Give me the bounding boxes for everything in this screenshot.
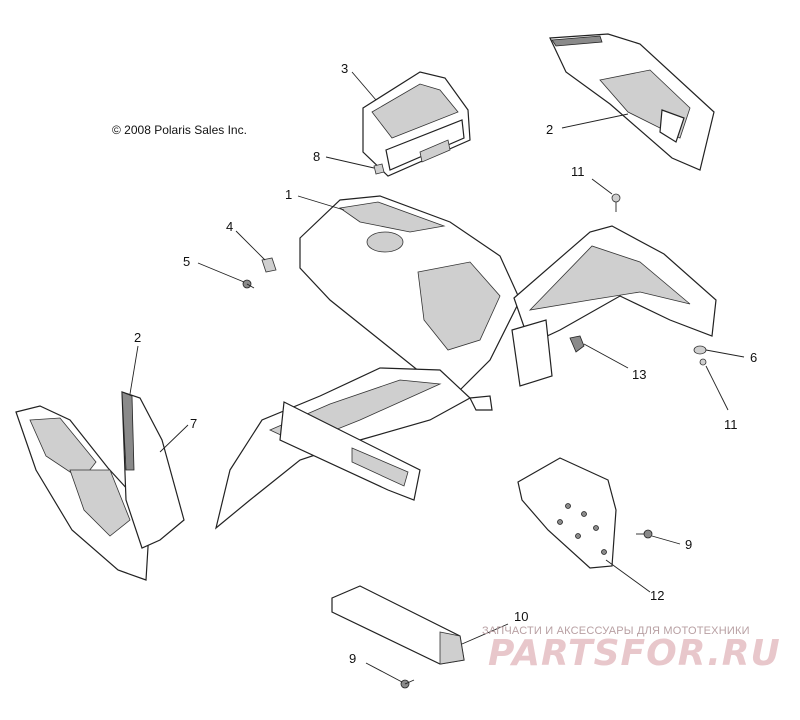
callout-8: 8 xyxy=(313,149,321,164)
leader-12 xyxy=(605,559,651,593)
watermark-logo: PARTSFOR.RU xyxy=(488,633,781,674)
callout-4: 4 xyxy=(226,219,234,234)
leader-9-right xyxy=(651,535,681,545)
leader-2-left xyxy=(129,345,139,395)
leader-11-top xyxy=(591,178,613,195)
part-3-headlight-pod xyxy=(362,71,471,177)
leader-lines xyxy=(129,71,745,683)
part-10-plate xyxy=(331,585,465,665)
part-12-bracket xyxy=(517,457,617,569)
callout-1: 1 xyxy=(285,187,293,202)
leader-2-top xyxy=(561,113,629,129)
part-2-right-side-panel xyxy=(549,33,715,171)
copyright-notice: © 2008 Polaris Sales Inc. xyxy=(112,123,247,137)
callout-10: 10 xyxy=(514,609,529,624)
callout-12: 12 xyxy=(650,588,665,603)
part-7-panel-seal xyxy=(121,391,185,549)
leader-9-bottom xyxy=(365,662,403,683)
leader-6 xyxy=(705,349,745,358)
part-13-fastener xyxy=(569,335,585,353)
watermark-tagline: ЗАПЧАСТИ И АКСЕССУАРЫ ДЛЯ МОТОТЕХНИКИ xyxy=(482,625,750,637)
part-1-front-cab xyxy=(214,195,717,530)
part-9-bolt-bottom xyxy=(400,679,415,689)
callout-6: 6 xyxy=(750,350,758,365)
part-11-fastener-bottom xyxy=(699,358,707,366)
leader-13 xyxy=(583,343,629,369)
callout-13: 13 xyxy=(632,367,647,382)
callout-3: 3 xyxy=(341,61,349,76)
leader-3 xyxy=(351,71,377,101)
callout-9-right: 9 xyxy=(685,537,693,552)
part-6-washer xyxy=(693,345,707,355)
callout-11-top: 11 xyxy=(571,164,585,179)
callout-7: 7 xyxy=(190,416,198,431)
part-2-left-side-panel xyxy=(15,405,151,581)
leader-5 xyxy=(197,262,245,283)
leader-1 xyxy=(297,195,345,211)
callout-2-top: 2 xyxy=(546,122,554,137)
leader-10 xyxy=(461,623,509,645)
part-4-clip xyxy=(261,257,277,273)
part-11-fastener-top xyxy=(611,193,621,212)
callout-11-bottom: 11 xyxy=(724,417,738,432)
callout-2-left: 2 xyxy=(134,330,142,345)
part-9-bolt-right xyxy=(636,529,653,539)
callout-5: 5 xyxy=(183,254,191,269)
part-5-screw xyxy=(242,279,255,289)
leader-8 xyxy=(325,156,375,169)
leader-4 xyxy=(235,230,266,261)
callout-9-bottom: 9 xyxy=(349,651,357,666)
leader-11-bottom xyxy=(705,365,729,411)
part-8-pad xyxy=(373,163,385,175)
leader-7 xyxy=(159,424,189,453)
